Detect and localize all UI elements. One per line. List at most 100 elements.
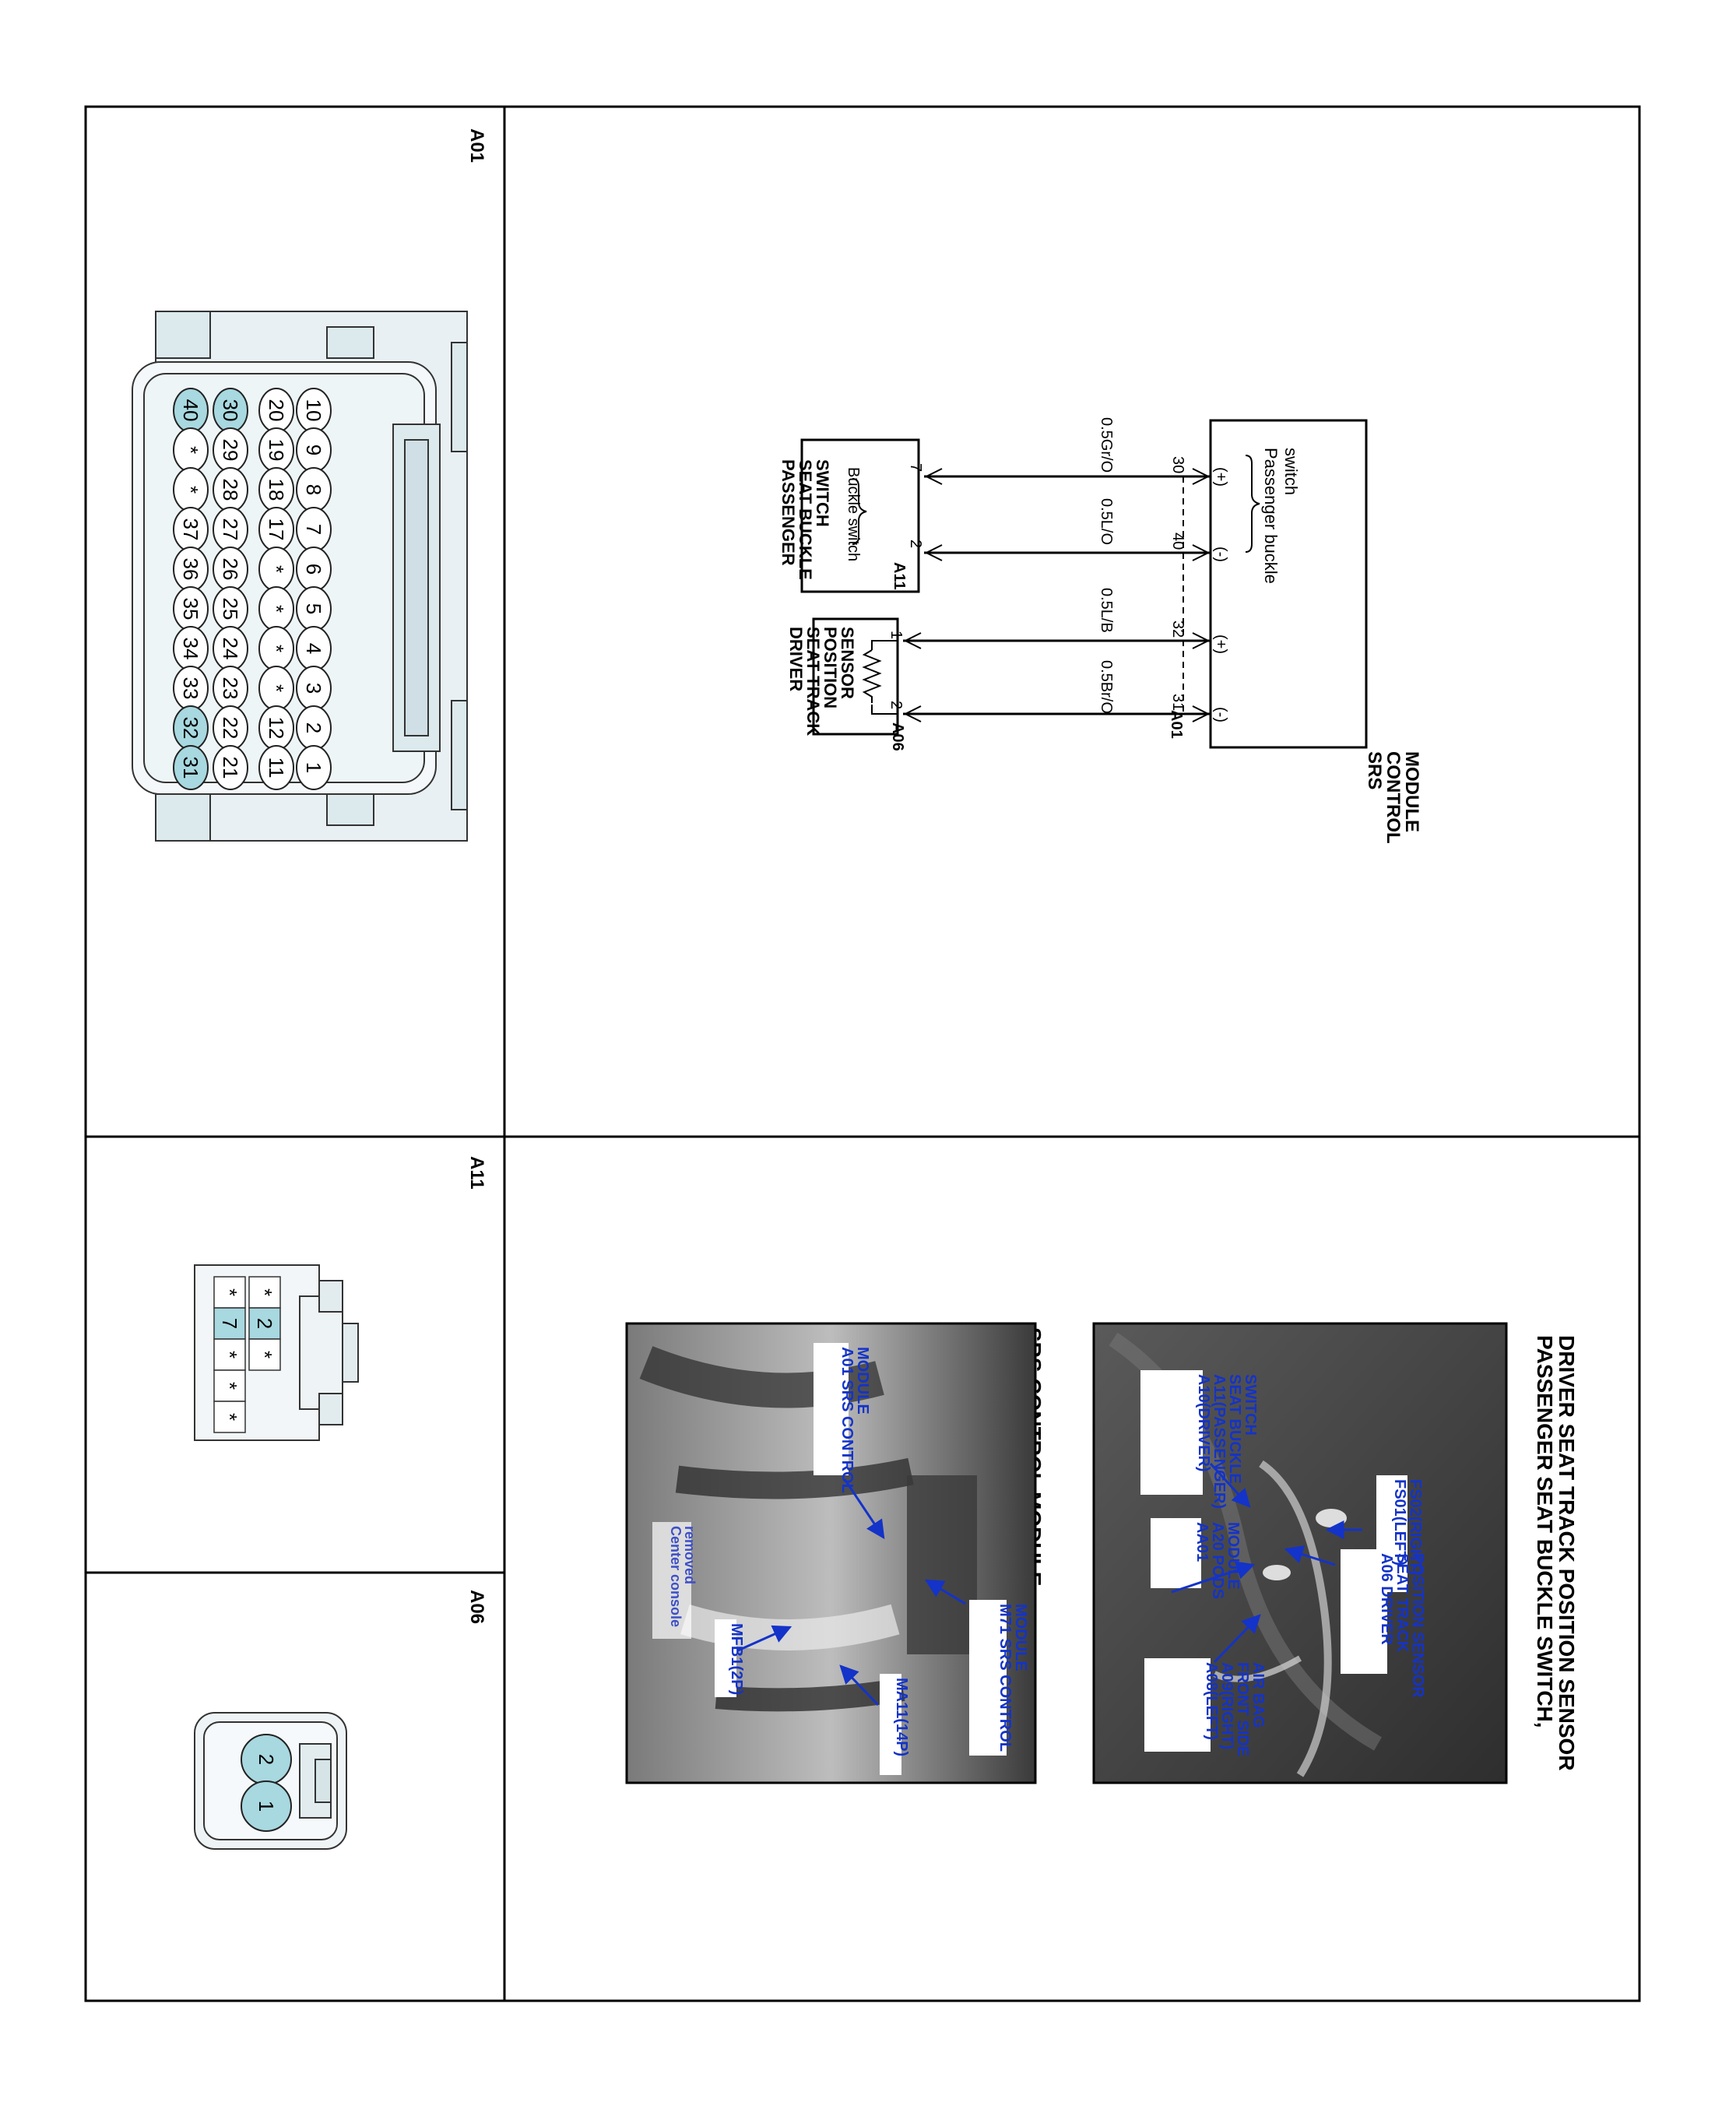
pin-number: 7 [907,463,924,472]
a01-pin: 3 [296,666,332,711]
svg-text:6: 6 [302,564,325,575]
a11-pin-highlighted: 2 [253,1318,276,1329]
callout-a06: POSITION SENSOR [1409,1553,1426,1698]
svg-text:24: 24 [219,638,242,660]
connector-a01-pins: 10 9 8 7 6 5 4 3 2 1 20 19 18 17 * * * *… [173,388,332,790]
a01-pin: 7 [296,507,332,552]
callout-mfb1: MFB1(2P) [728,1623,745,1695]
svg-text:4: 4 [302,643,325,654]
pin-number: 2 [887,701,905,709]
a01-pin: 27 [213,507,248,552]
svg-text:34: 34 [179,638,202,660]
callout-a01: MODULE [854,1347,871,1415]
driver-seat-track-position-sensor: 1 2 A06 DRIVER SEAT TRACK POSITION SENSO… [786,617,906,751]
pin-number: 30 [1169,456,1186,473]
buckle-connector-id: A11 [891,562,908,590]
a06-pin-highlighted: 1 [255,1801,278,1812]
srs-pin-numbers: 30 40 32 31 [1169,456,1186,711]
a01-pin: 36 [173,547,209,592]
connector-a06: A06 2 1 [194,1590,487,1850]
srs-module-title: MODULE [1401,751,1422,832]
svg-text:*: * [265,684,288,692]
a01-pin: 23 [213,666,248,711]
sensor-title: DRIVER [786,627,806,691]
a01-pin: 24 [213,626,248,671]
a01-pin-highlighted: 30 [213,388,248,433]
svg-text:PASSENGER SEAT BUCKLE SWITCH,: PASSENGER SEAT BUCKLE SWITCH, DRIVER SEA… [1533,1335,1579,1771]
svg-text:11: 11 [265,757,288,779]
a01-pin: 11 [258,745,294,790]
callout-a06: SEAT TRACK [1393,1553,1411,1653]
svg-text:A08(LEFT) A09(RIGHT): A08(LEFT) A09(RIGHT) FRONT SIDE AIR BAG [1203,1662,1267,1761]
a01-pin: 19 [258,427,294,473]
callout-a08: A09(RIGHT) [1218,1662,1235,1749]
svg-text:33: 33 [179,677,202,700]
svg-text:17: 17 [265,518,288,541]
svg-text:12: 12 [265,717,288,740]
svg-text:2: 2 [302,722,325,733]
pin-sign: (-) [1212,547,1229,562]
svg-text:21: 21 [219,757,242,779]
svg-text:A06 DRIVER SEAT TRACK: A06 DRIVER SEAT TRACK POSITION SENSOR [1378,1553,1426,1698]
callout-a10: SEAT BUCKLE [1226,1374,1243,1484]
schematic: Passenger buckle switch (+) (-) (+) (-) … [778,417,1422,843]
svg-text:32: 32 [179,717,202,740]
callout-m71: MODULE [1012,1604,1029,1671]
srs-control-module: Passenger buckle switch (+) (-) (+) (-) … [1168,419,1422,843]
svg-text:8: 8 [302,484,325,495]
callout-a01: A01 SRS CONTROL [838,1347,856,1493]
svg-text:*: * [265,605,288,613]
sensor-title: POSITION [821,627,840,708]
a11-pin: * [218,1351,241,1359]
wire-color: 0.5L/B [1098,588,1115,633]
sensor-title: SEAT TRACK [803,627,823,736]
callout-a06: A06 DRIVER [1378,1553,1395,1645]
seat-photo-title: PASSENGER SEAT BUCKLE SWITCH, [1533,1335,1557,1728]
svg-text:DRIVER SEAT TRACK: DRIVER SEAT TRACK POSITION SENSOR [786,627,857,740]
srs-module-title: SRS [1364,751,1385,789]
a01-pin-highlighted: 40 [173,388,209,433]
connector-a11: A11 * 2 * * 7 * * * [194,1156,487,1441]
a01-pin: * [258,586,294,631]
callout-aa01: AA01 [1193,1522,1211,1562]
wire-color: 0.5Br/O [1098,660,1115,714]
callout-console: removed [682,1526,698,1584]
a01-pin: 22 [213,705,248,750]
callout-a08: FRONT SIDE [1234,1662,1251,1756]
svg-text:37: 37 [179,518,202,541]
wire-color: 0.5Gr/O [1098,417,1115,473]
svg-text:19: 19 [265,439,288,462]
a11-pin: * [218,1413,241,1421]
seat-photo-title: DRIVER SEAT TRACK POSITION SENSOR [1555,1335,1579,1771]
svg-text:M71 SRS CONTROL MODULE: M71 SRS CONTROL MODULE [996,1604,1029,1756]
a01-pin: 18 [258,467,294,512]
a01-pin: 29 [213,427,248,473]
callout-fs01: FS01(LEFT) [1391,1479,1408,1566]
buckle-switch-title: SWITCH [813,459,832,527]
svg-text:9: 9 [302,445,325,455]
srs-module-title: CONTROL [1383,751,1404,843]
connector-a06-label: A06 [466,1590,487,1624]
a01-pin: 26 [213,547,248,592]
a01-pin: 1 [296,745,332,790]
a01-pin: 6 [296,547,332,592]
passenger-seat-buckle-switch: Buckle switch 7 2 A11 PASSENGER SEAT BUC… [778,438,924,593]
a01-pin: 4 [296,626,332,671]
a11-pin: * [253,1351,276,1359]
svg-text:A10(DRIVER) A11(PASSEN: A10(DRIVER) A11(PASSENGER) SEAT BUCKLE S… [1195,1374,1259,1513]
page-frame [84,105,1641,2002]
callout-ma11: MA11(14P) [893,1678,910,1756]
pin-sign: (+) [1212,467,1229,487]
callout-console: Center console [668,1526,684,1627]
connector-a11-pins: * 2 * * 7 * * * [213,1276,281,1433]
buckle-switch-title: PASSENGER [778,459,798,566]
callout-aa01: A20 PODS [1209,1522,1226,1599]
sensor-title: SENSOR [838,627,857,699]
connector-dashes [894,476,1184,714]
a01-pin: 21 [213,745,248,790]
svg-text:1: 1 [302,762,325,773]
svg-text:A01 SRS CONTROL MODULE: A01 SRS CONTROL MODULE [838,1347,871,1497]
connector-a01: A01 10 9 8 7 6 5 4 3 2 1 20 [132,128,487,842]
seat-photo-callouts: FS01(LEFT) FS02(RIGHT) A10(DRIVER) A11(P… [1140,1370,1426,1761]
